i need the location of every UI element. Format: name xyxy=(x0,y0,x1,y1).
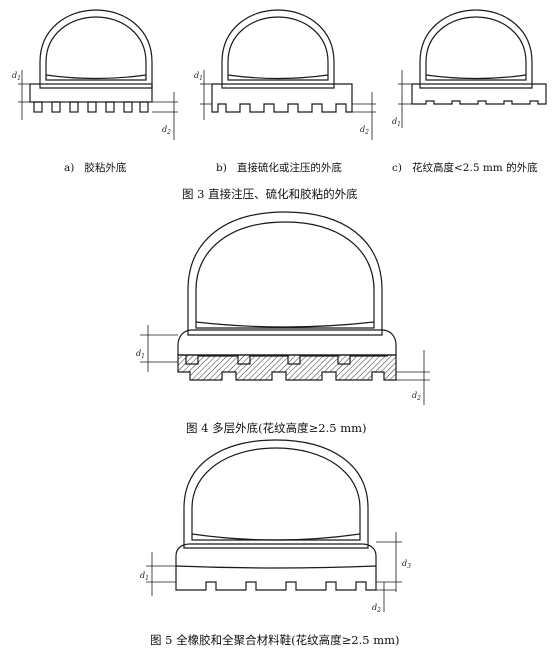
inner-layer-boundary xyxy=(185,355,388,365)
d2-label: d2 xyxy=(412,391,421,402)
subcaption-a: a) 胶粘外底 xyxy=(64,162,127,174)
insole-line xyxy=(425,74,527,80)
d1-label: d1 xyxy=(140,571,149,582)
d2-dimension-line xyxy=(352,92,376,140)
d1-dimension-line xyxy=(146,552,176,596)
subcaption-c: c) 花纹高度<2.5 mm 的外底 xyxy=(392,162,538,174)
tread-cleats xyxy=(33,101,149,113)
d1-label: d1 xyxy=(194,71,203,82)
d1-label: d1 xyxy=(12,71,21,82)
d1-label: d1 xyxy=(136,349,145,360)
d1-dimension-line xyxy=(200,70,212,120)
d2-label: d2 xyxy=(162,125,171,136)
shoe-upper-inner xyxy=(191,447,361,541)
figure-5-caption: 图 5 全橡胶和全聚合材料鞋(花纹高度≥2.5 mm) xyxy=(150,633,400,647)
outsole-profile xyxy=(211,83,353,113)
d2-dimension-line xyxy=(376,582,396,612)
d2-dimension-line xyxy=(152,92,178,140)
d2-label: d2 xyxy=(360,125,369,136)
insole-line xyxy=(195,321,375,328)
d1-dimension-line xyxy=(140,325,178,372)
shoe-upper-outline xyxy=(39,9,153,89)
figure-3b-vulcanized-outsole: d1 d2 xyxy=(194,9,376,140)
insole-line xyxy=(191,533,361,541)
figure-3c-low-pattern-outsole: d1 xyxy=(392,9,547,128)
d1-label: d1 xyxy=(392,117,401,128)
d2-dimension-line xyxy=(396,350,430,405)
shoe-upper-inner xyxy=(45,16,147,81)
figure-4-multilayer-outsole: d1 d2 xyxy=(136,211,430,405)
insole-line xyxy=(45,74,147,80)
outsole-body xyxy=(29,83,153,103)
subcaption-b: b) 直接硫化或注压的外底 xyxy=(216,162,342,174)
sole-top-line xyxy=(175,565,377,569)
shoe-upper-inner xyxy=(425,16,527,81)
d1-dimension-line xyxy=(18,70,30,120)
figure-4-caption: 图 4 多层外底(花纹高度≥2.5 mm) xyxy=(186,421,367,435)
figure-5-all-rubber-shoe: d1 d3 d2 xyxy=(140,439,411,614)
shoe-upper-inner xyxy=(227,16,329,81)
shoe-upper-outline xyxy=(183,439,369,549)
insole-line xyxy=(227,74,329,80)
figure-3a-glued-outsole: d1 d2 xyxy=(12,9,178,140)
hatched-outsole-layer xyxy=(177,354,397,381)
figure-3-caption: 图 3 直接注压、硫化和胶粘的外底 xyxy=(182,187,358,201)
shoe-upper-outline xyxy=(419,9,533,89)
d3-dimension-line xyxy=(376,532,402,592)
d2-label: d2 xyxy=(372,603,381,614)
d3-label: d3 xyxy=(402,559,411,570)
d1-dimension-line xyxy=(398,70,412,128)
shoe-upper-inner xyxy=(195,221,375,329)
shoe-upper-outline xyxy=(221,9,335,89)
outsole-profile xyxy=(175,556,377,591)
outsole-profile xyxy=(411,83,547,105)
midsole-layer xyxy=(177,329,397,356)
upper-sole-junction xyxy=(175,543,377,557)
shoe-upper-outline xyxy=(187,211,383,336)
